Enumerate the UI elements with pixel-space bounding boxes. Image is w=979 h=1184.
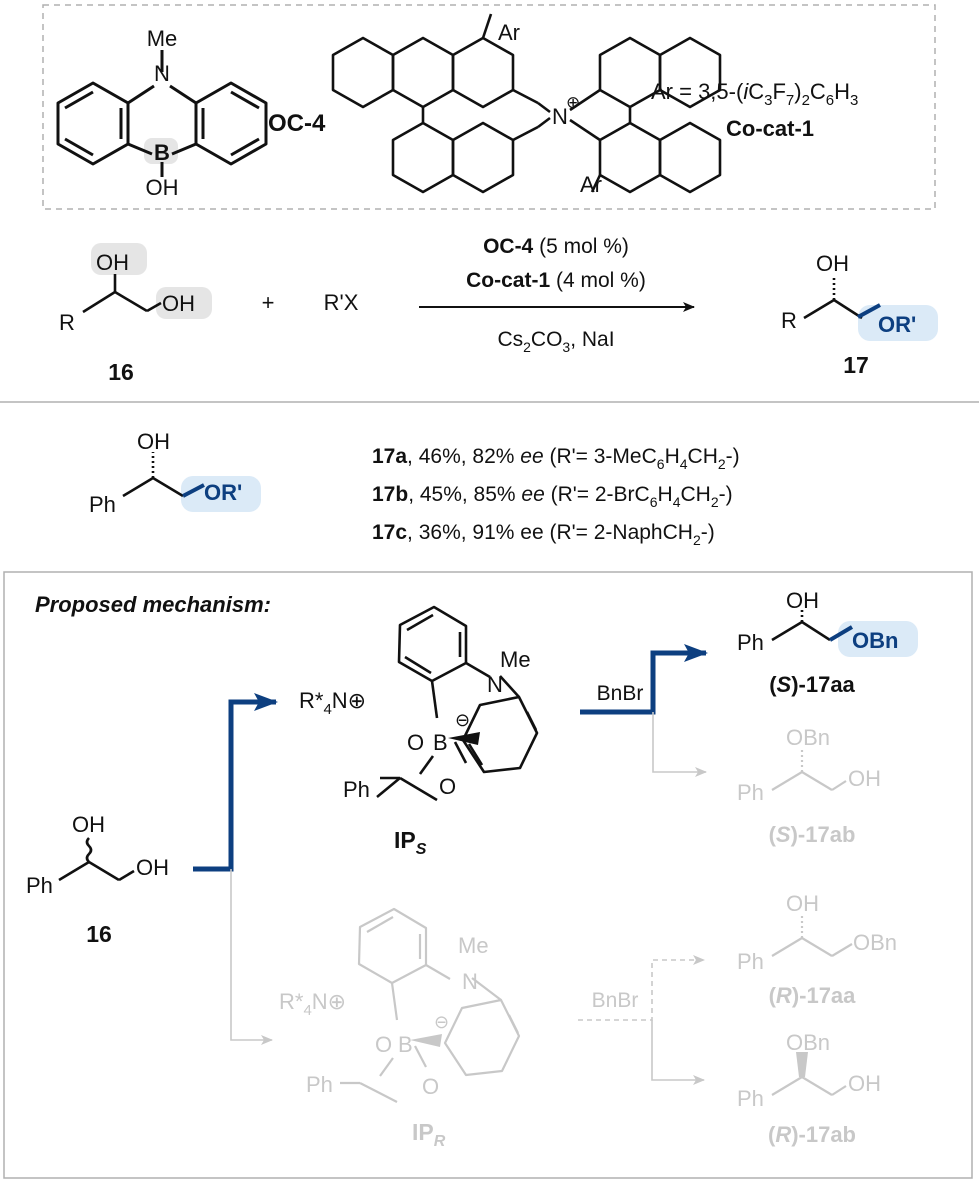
ar-definition: Ar = 3,5-(iC3F7)2C6H3 [651, 79, 858, 109]
condition-oc4: OC-4 (5 mol %) [483, 235, 629, 258]
ips-cation: R*4N⊕ [299, 688, 366, 718]
sm-oh2: OH [162, 291, 195, 316]
oc4-oh: OH [146, 175, 179, 200]
p3-oh: OH [786, 891, 819, 916]
sm-oh1: OH [96, 250, 129, 275]
ipr-minus: ⊖ [434, 1012, 449, 1032]
ipr-o1: O [375, 1032, 392, 1057]
reagent-rx: R'X [324, 290, 359, 315]
p2-label: (S)-17ab [769, 822, 856, 847]
mech-sm-oh2: OH [136, 855, 169, 880]
bnbr-bottom-dashed-arrow [578, 955, 705, 1021]
bnbr-top-blue-arrow [580, 644, 708, 715]
ips-label: IPS [394, 827, 427, 858]
p4-oh: OH [848, 1071, 881, 1096]
ipr-n: N [462, 969, 478, 994]
ipr-label: IPR [412, 1119, 446, 1150]
p4-ph: Ph [737, 1086, 764, 1111]
oc4-b: B [154, 140, 170, 165]
ipr-me: Me [458, 933, 489, 958]
product-r-17aa: OH Ph OBn [737, 891, 897, 974]
product-s-17ab: OBn Ph OH [737, 725, 881, 805]
blue-path-arrow [193, 693, 278, 872]
grey-path-arrow [230, 869, 273, 1045]
reaction-sm-16: R OH OH [59, 243, 212, 335]
p4-label: (R)-17ab [768, 1122, 856, 1147]
ip-r-structure: Me N O B ⊖ O Ph R*4N⊕ [279, 907, 521, 1103]
catalyst-box [42, 4, 936, 210]
bnbr-bottom-grey-arrow [651, 1020, 705, 1085]
prod-oh: OH [816, 251, 849, 276]
p4-obn: OBn [786, 1030, 830, 1055]
scope-entry-17a: 17a, 46%, 82% ee (R'= 3-MeC6H4CH2-) [372, 445, 740, 472]
scope-ph: Ph [89, 492, 116, 517]
sm-r: R [59, 310, 75, 335]
mech-sm-label: 16 [86, 921, 112, 947]
oc4-structure [56, 50, 268, 177]
bnbr-top-grey-arrow [652, 712, 707, 777]
p3-ph: Ph [737, 949, 764, 974]
mechanism-title: Proposed mechanism: [35, 592, 271, 617]
cocat-n: N [552, 104, 568, 129]
mech-sm-oh1: OH [72, 812, 105, 837]
ipr-ph: Ph [306, 1072, 333, 1097]
ips-n: N [487, 672, 503, 697]
ipr-b: B [398, 1032, 413, 1057]
plus-sign: + [262, 290, 275, 315]
ips-ph: Ph [343, 777, 370, 802]
prod-or: OR' [878, 312, 916, 337]
p1-ph: Ph [737, 630, 764, 655]
cocat-charge: ⊕ [566, 93, 580, 112]
ips-o2: O [439, 774, 456, 799]
ip-s-structure: Me N O B ⊖ O Ph R*4N⊕ [299, 605, 539, 802]
p2-ph: Ph [737, 780, 764, 805]
cocat-label: Co-cat-1 [726, 116, 814, 141]
ips-minus: ⊖ [455, 710, 470, 730]
p1-label: (S)-17aa [769, 672, 855, 697]
product-s-17aa: OH Ph OBn [737, 588, 918, 657]
ips-me: Me [500, 647, 531, 672]
oc4-n: N [154, 61, 170, 86]
product-r-17ab: OBn Ph OH [737, 1030, 881, 1111]
ips-b: B [433, 730, 448, 755]
sm-label-16: 16 [108, 359, 134, 385]
cocat-structure [331, 13, 722, 194]
mechanism-box [3, 571, 973, 1179]
condition-cocat: Co-cat-1 (4 mol %) [466, 269, 646, 292]
scope-entry-17c: 17c, 36%, 91% ee (R'= 2-NaphCH2-) [372, 521, 715, 548]
ips-o1: O [407, 730, 424, 755]
p2-obn: OBn [786, 725, 830, 750]
bnbr-top: BnBr [597, 682, 644, 705]
bnbr-bottom: BnBr [592, 989, 639, 1012]
p1-oh: OH [786, 588, 819, 613]
reaction-product-17: R OH OR' [781, 251, 938, 341]
condition-base: Cs2CO3, NaI [497, 328, 614, 355]
p3-label: (R)-17aa [769, 983, 857, 1008]
p1-obn: OBn [852, 628, 898, 653]
p2-oh: OH [848, 766, 881, 791]
prod-r: R [781, 308, 797, 333]
prod-label-17: 17 [843, 352, 869, 378]
scope-or: OR' [204, 480, 242, 505]
ipr-cation: R*4N⊕ [279, 989, 346, 1019]
mech-sm-ph: Ph [26, 873, 53, 898]
p3-obn: OBn [853, 930, 897, 955]
cocat-ar-top: Ar [498, 20, 520, 45]
ipr-o2: O [422, 1074, 439, 1099]
scope-entry-17b: 17b, 45%, 85% ee (R'= 2-BrC6H4CH2-) [372, 483, 733, 510]
oc4-label: OC-4 [268, 110, 326, 137]
oc4-me: Me [147, 26, 178, 51]
mech-sm-16: Ph OH OH [26, 812, 169, 898]
scope-structure: Ph OH OR' [89, 429, 261, 517]
cocat-ar-bottom: Ar [580, 172, 602, 197]
scope-oh: OH [137, 429, 170, 454]
